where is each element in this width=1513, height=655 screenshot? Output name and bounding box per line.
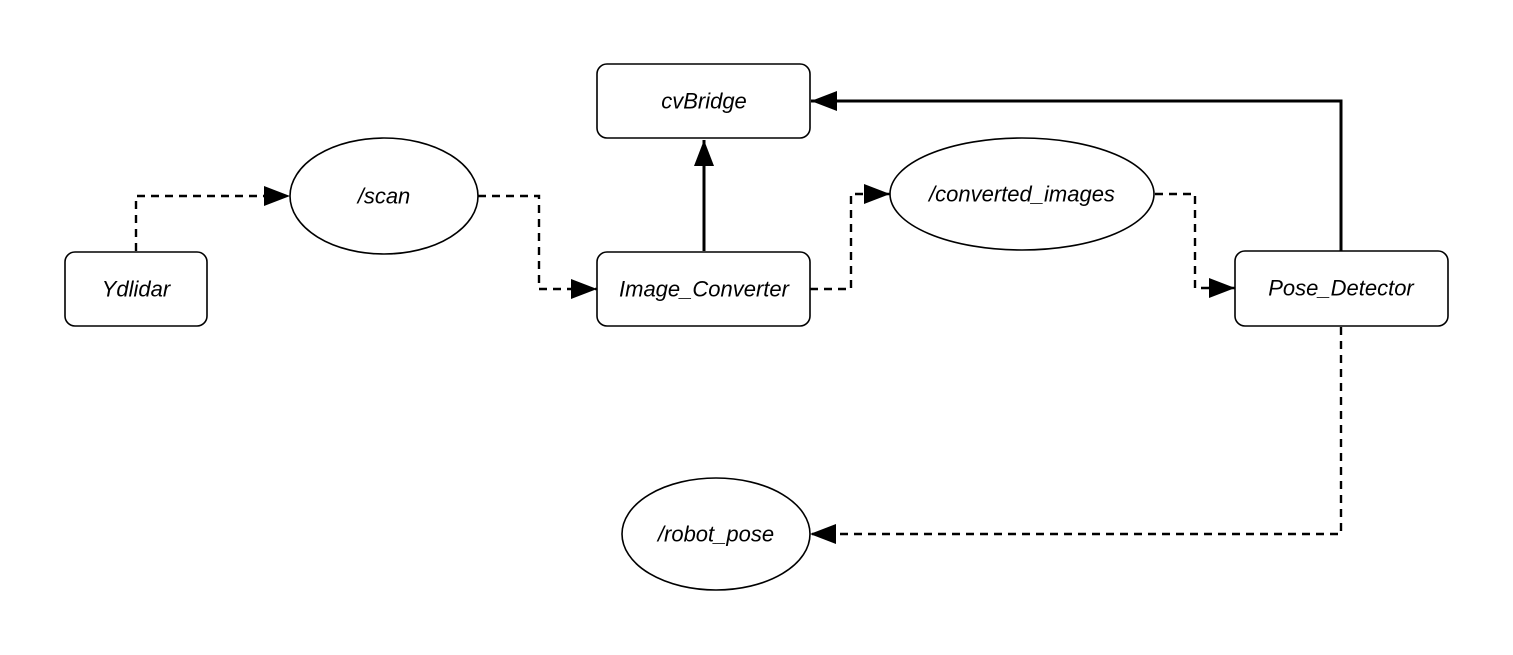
- edge-image-converter-to-converted-images: [810, 184, 890, 291]
- node-scan: /scan: [289, 137, 479, 255]
- node-converted-images: /converted_images: [889, 137, 1155, 251]
- edge-pose-detector-to-robot-pose: [810, 327, 1343, 544]
- edge-converted-images-to-pose-detector: [1155, 192, 1235, 298]
- node-label: Pose_Detector: [1268, 276, 1415, 301]
- node-image-converter: Image_Converter: [596, 251, 811, 327]
- edge-pose-detector-to-cvbridge: [811, 91, 1343, 251]
- node-ydlidar: Ydlidar: [64, 251, 208, 327]
- node-label: /converted_images: [927, 182, 1115, 207]
- node-pose-detector: Pose_Detector: [1234, 250, 1449, 327]
- node-label: Image_Converter: [619, 277, 791, 302]
- node-label: Ydlidar: [102, 277, 172, 302]
- edge-ydlidar-to-scan: [134, 186, 290, 251]
- node-cvbridge: cvBridge: [596, 63, 811, 139]
- node-robot-pose: /robot_pose: [621, 477, 811, 591]
- node-label: cvBridge: [661, 89, 747, 114]
- node-label: /robot_pose: [656, 522, 774, 547]
- edges: [134, 91, 1343, 544]
- node-label: /scan: [356, 184, 411, 209]
- edge-scan-to-image-converter: [478, 194, 597, 299]
